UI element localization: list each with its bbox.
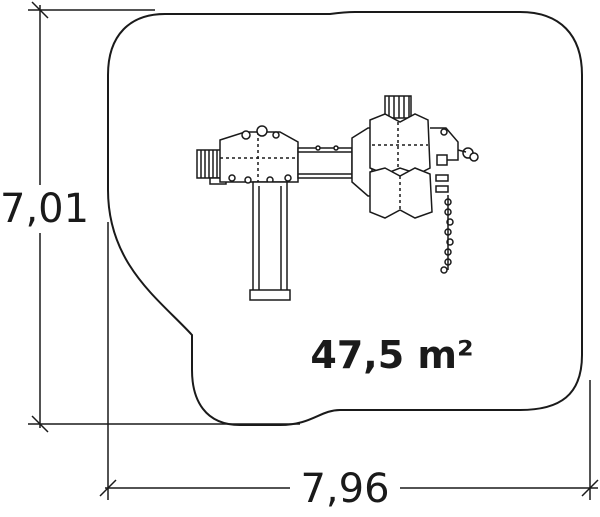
height-label: 7,01 (0, 186, 89, 232)
slide (249, 181, 291, 301)
left-tower (219, 125, 299, 184)
play-structure (196, 95, 479, 301)
top-ladder (384, 95, 412, 119)
safety-zone-outline (107, 11, 583, 426)
rope-climber (440, 195, 454, 274)
right-tower-upper (369, 113, 431, 175)
width-dimension (99, 222, 599, 500)
width-label: 7,96 (300, 466, 389, 512)
climbing-arm (430, 127, 479, 193)
bridge (297, 145, 353, 179)
height-dimension (28, 1, 300, 433)
right-tower-lower (369, 167, 433, 219)
area-label: 47,5 m² (310, 333, 473, 377)
